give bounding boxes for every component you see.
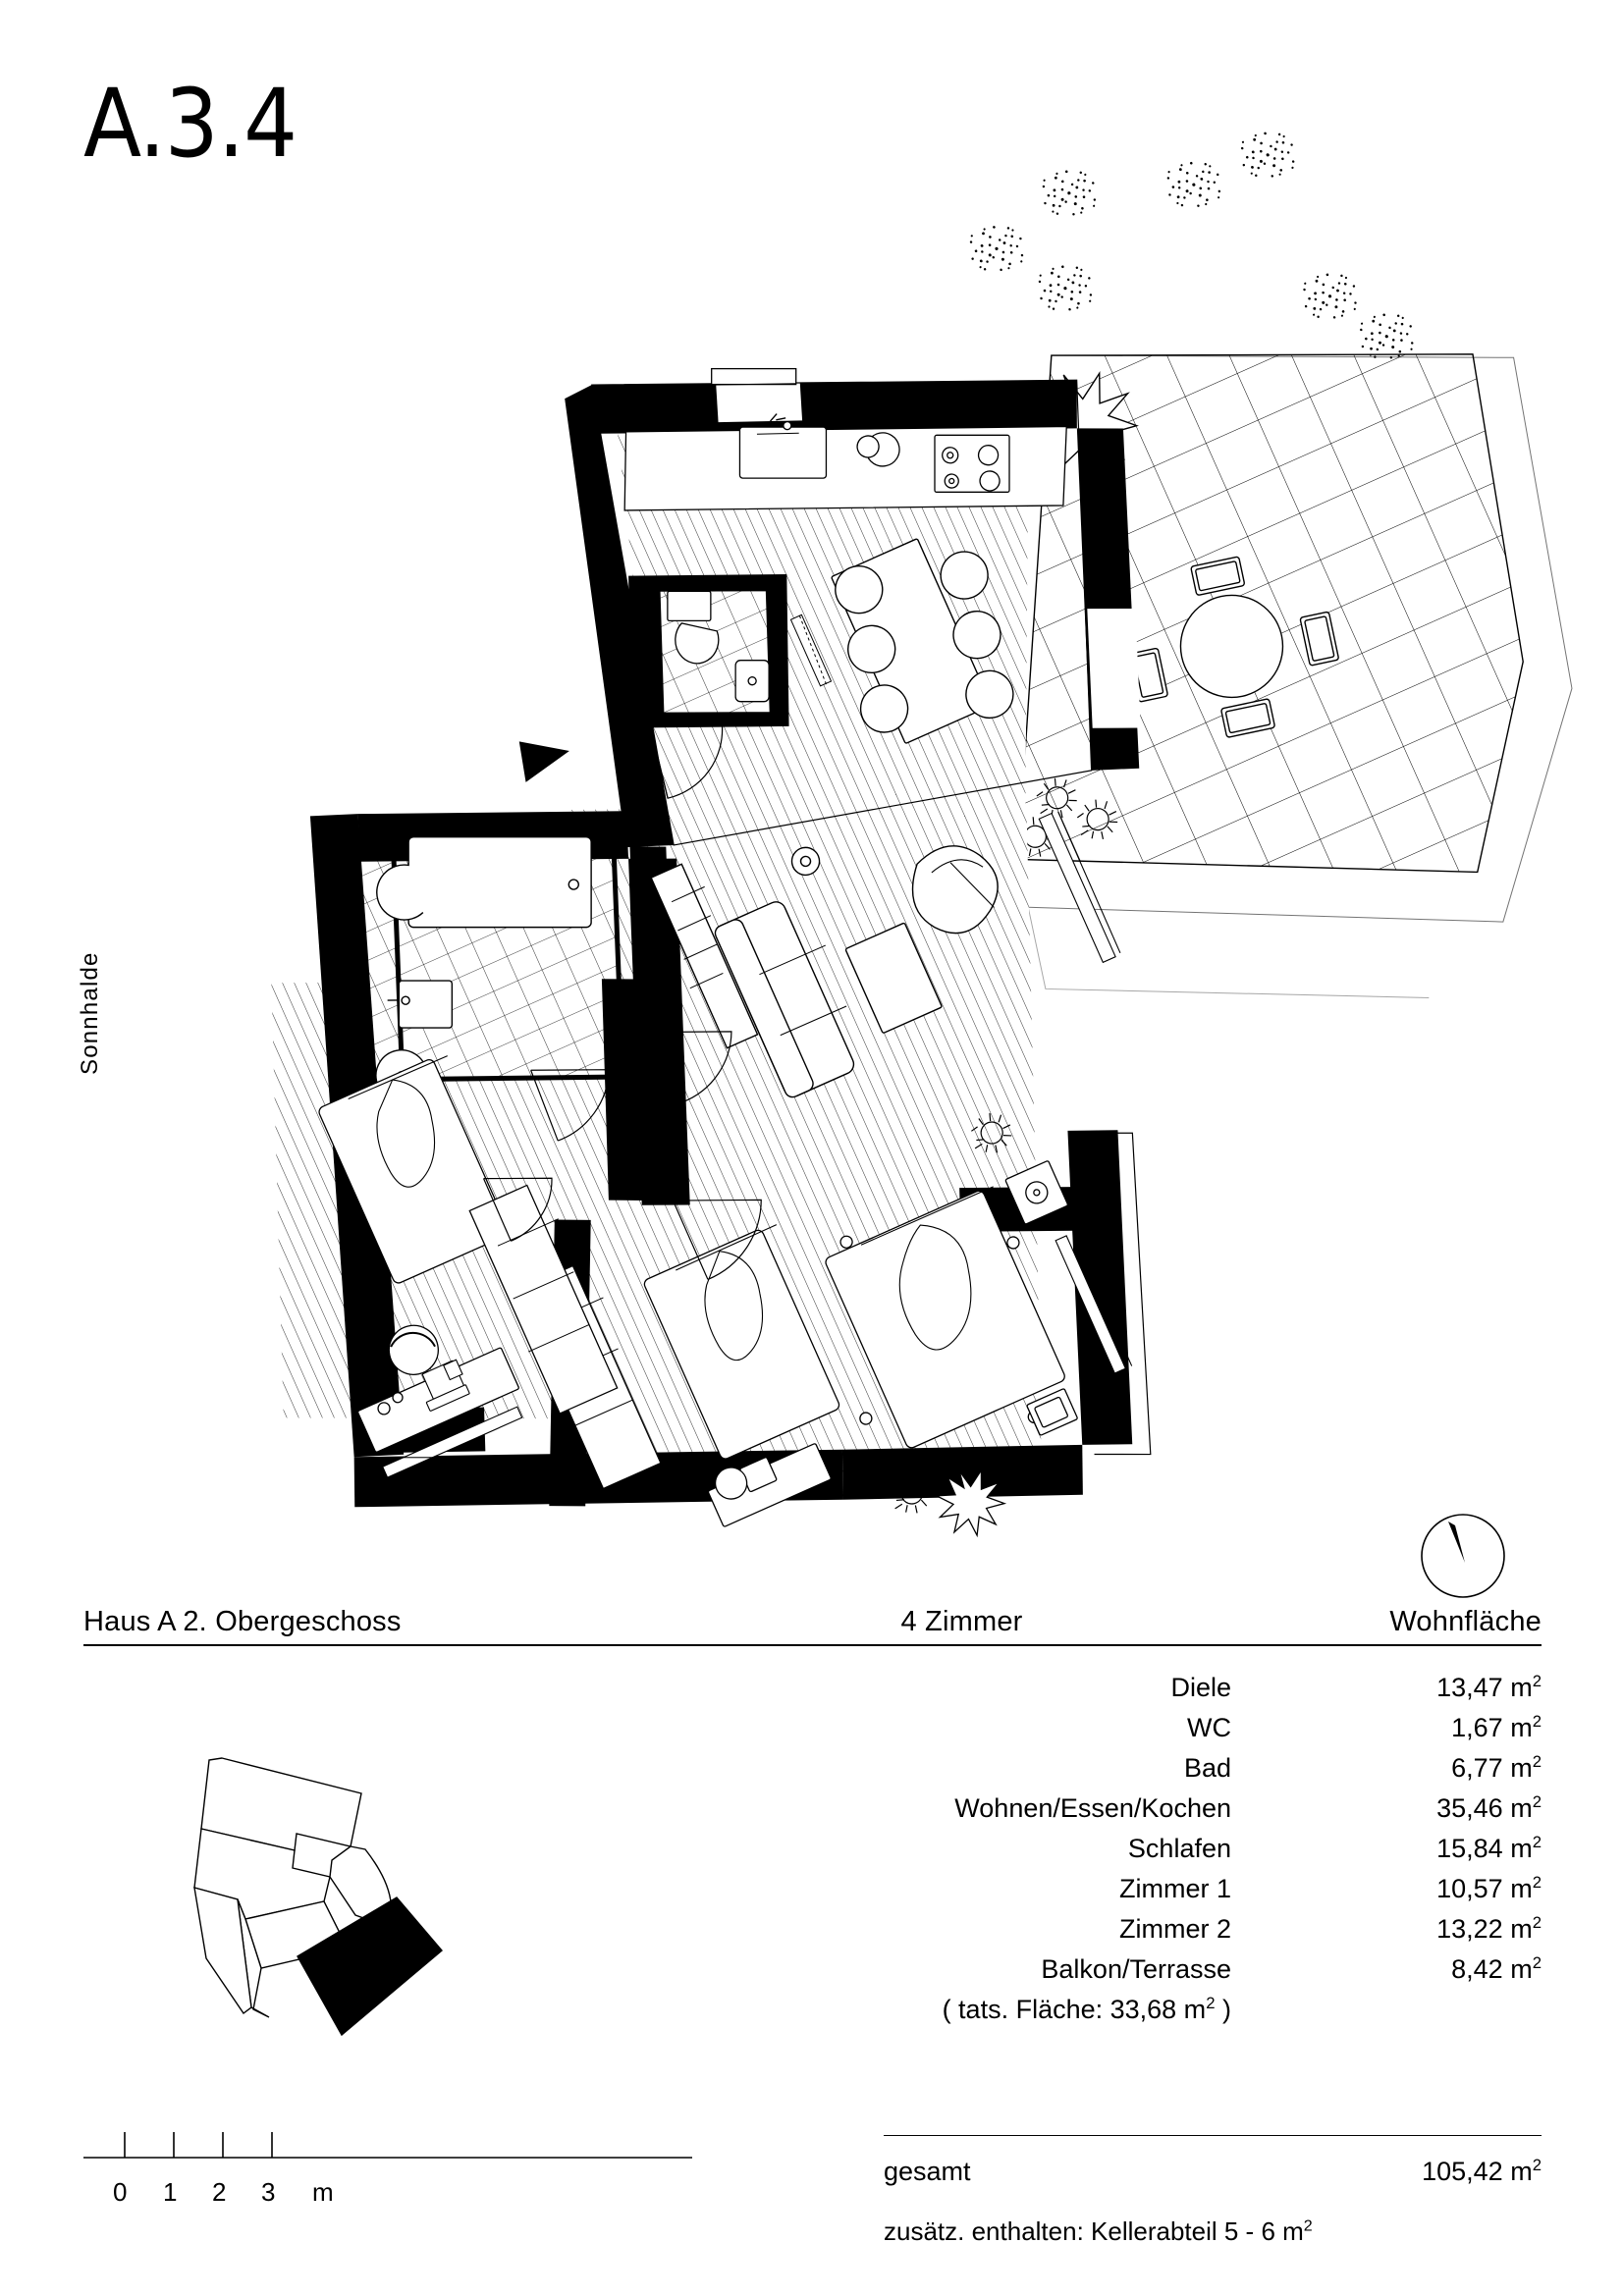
room-area: 35,46 m2 <box>1436 1792 1542 1824</box>
desk-chair-icon <box>388 1324 439 1375</box>
room-area: 6,77 m2 <box>1451 1752 1542 1784</box>
double-bed-icon <box>825 1186 1065 1449</box>
hob-icon <box>934 434 1010 493</box>
floor-lamp-icon <box>790 846 821 877</box>
window-kitchen <box>711 367 797 386</box>
sink-icon <box>738 413 828 479</box>
window-zimmer1 <box>380 1406 531 1478</box>
totals-block: gesamt 105,42 m2 zusätz. enthalten: Kell… <box>884 2135 1542 2247</box>
table-row: Schlafen 15,84 m2 <box>83 1829 1542 1869</box>
room-label: WC <box>1187 1713 1231 1743</box>
terrace-table-set <box>1128 556 1339 738</box>
schlafen-bedroom <box>825 1160 1133 1538</box>
totals-divider <box>884 2135 1542 2136</box>
kitchen <box>623 367 1067 511</box>
highlighted-building <box>297 1896 443 2037</box>
room-label: Zimmer 1 <box>1119 1874 1231 1904</box>
sofa-icon <box>714 901 855 1098</box>
balcony-edge <box>1076 1132 1152 1456</box>
toilet-icon <box>667 590 720 665</box>
terrace <box>916 269 1579 998</box>
room-area: 13,22 m2 <box>1436 1913 1542 1945</box>
table-row: Wohnen/Essen/Kochen 35,46 m2 <box>83 1789 1542 1829</box>
scale-tick-1: 1 <box>163 2177 178 2207</box>
door-swing-bath <box>530 1069 610 1142</box>
nightstand-icon <box>1004 1160 1068 1225</box>
room-label: Bad <box>1183 1753 1231 1784</box>
table-row: Diele 13,47 m2 <box>83 1668 1542 1708</box>
scale-unit-label: m <box>312 2177 334 2207</box>
house-floor-label: Haus A 2. Obergeschoss <box>83 1606 402 1637</box>
desk-icon <box>356 1324 519 1453</box>
table-row-note: ( tats. Fläche: 33,68 m2 ) <box>83 1990 1542 2030</box>
room-label: Balkon/Terrasse <box>1041 1954 1231 1985</box>
room-area: 15,84 m2 <box>1436 1833 1542 1864</box>
bathtub-icon <box>376 835 592 929</box>
table-row: Balkon/Terrasse 8,42 m2 <box>83 1949 1542 1990</box>
room-area: 8,42 m2 <box>1451 1953 1542 1985</box>
nightstand-icon <box>1026 1388 1078 1436</box>
scale-tick-3: 3 <box>261 2177 276 2207</box>
total-label: gesamt <box>884 2157 971 2186</box>
wc-room <box>651 590 771 799</box>
door-swing-hall <box>652 1031 732 1103</box>
room-area: 1,67 m2 <box>1451 1712 1542 1743</box>
north-arrow-icon <box>1421 1514 1505 1598</box>
table-row: Bad 6,77 m2 <box>83 1748 1542 1789</box>
total-row: gesamt 105,42 m2 <box>884 2156 1542 2187</box>
table-row: Zimmer 2 13,22 m2 <box>83 1909 1542 1949</box>
window-schlafen <box>1055 1233 1133 1374</box>
washbasin-icon <box>734 660 770 703</box>
dining-set <box>789 538 1014 744</box>
room-area-rows: Diele 13,47 m2 WC 1,67 m2 Bad 6,77 m2 Wo… <box>83 1668 1542 2030</box>
table-row: Zimmer 1 10,57 m2 <box>83 1869 1542 1909</box>
entrance-arrow-icon <box>518 741 569 782</box>
rooms-count-label: 4 Zimmer <box>900 1606 1023 1637</box>
computer-icon <box>421 1359 470 1412</box>
room-label: Zimmer 2 <box>1119 1914 1231 1945</box>
plan-geometry <box>271 127 1579 1538</box>
dresser-icon <box>707 1443 832 1527</box>
area-column-header: Wohnfläche <box>1389 1606 1542 1637</box>
room-area: 10,57 m2 <box>1436 1873 1542 1904</box>
legend-table: Haus A 2. Obergeschoss 4 Zimmer Wohnfläc… <box>83 1606 1542 2030</box>
site-key-plan <box>193 1757 443 2037</box>
wardrobe-icon <box>468 1184 619 1415</box>
door-swing-zimmer1 <box>483 1177 553 1242</box>
room-label: Schlafen <box>1127 1834 1231 1864</box>
legend-divider <box>83 1644 1542 1646</box>
scale-bar <box>83 2132 692 2159</box>
room-label: Diele <box>1170 1673 1231 1702</box>
radiator-icon <box>789 614 833 687</box>
floor-plan-drawing <box>271 127 1579 1538</box>
scale-tick-2: 2 <box>212 2177 227 2207</box>
window-living <box>1038 811 1121 964</box>
shelf-unit <box>650 863 759 1049</box>
bathroom <box>375 835 610 1142</box>
zimmer1 <box>318 1055 619 1478</box>
washbasin-icon <box>387 980 454 1029</box>
scale-tick-0: 0 <box>113 2177 128 2207</box>
room-label: Wohnen/Essen/Kochen <box>954 1793 1231 1824</box>
actual-area-note: ( tats. Fläche: 33,68 m2 ) <box>942 1994 1231 2025</box>
page-title: A.3.4 <box>83 69 298 179</box>
living-room-furniture <box>650 811 1121 1158</box>
table-row: WC 1,67 m2 <box>83 1708 1542 1748</box>
door-swing-wc <box>651 721 724 799</box>
armchair-icon <box>911 845 999 934</box>
total-value: 105,42 m2 <box>1422 2156 1542 2186</box>
room-area: 13,47 m2 <box>1436 1672 1542 1702</box>
wall-outlines <box>591 379 1093 846</box>
door-swing-zimmer2 <box>672 1199 762 1280</box>
single-bed-icon <box>318 1055 510 1284</box>
single-bed-icon <box>643 1224 840 1460</box>
extra-note: zusätz. enthalten: Kellerabteil 5 - 6 m2 <box>884 2216 1313 2246</box>
